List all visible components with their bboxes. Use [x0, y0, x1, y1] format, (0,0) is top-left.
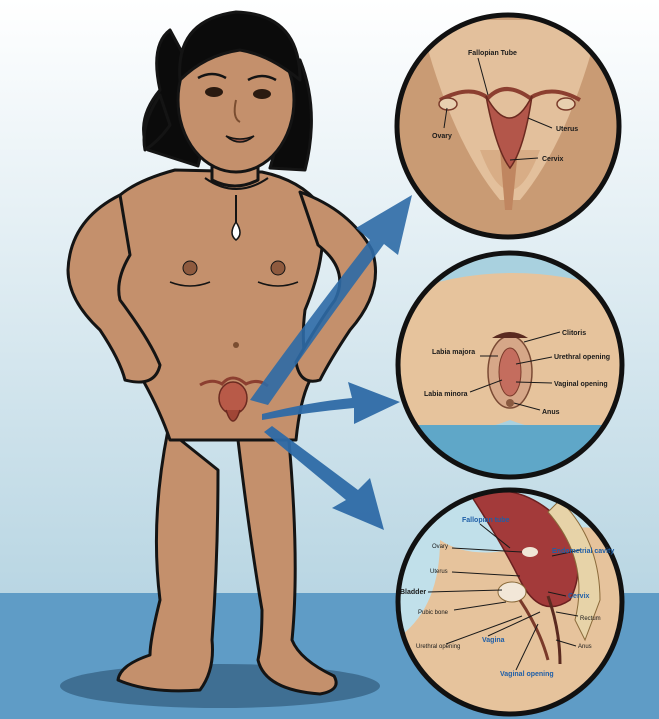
label-fallopian-tube: Fallopian Tube — [468, 50, 517, 57]
label-fallopian-tube-section: Fallopian tube — [462, 517, 510, 524]
label-uterus: Uterus — [556, 126, 578, 133]
label-vaginal-opening-section: Vaginal opening — [500, 671, 554, 678]
label-rectum: Rectum — [580, 616, 601, 622]
right-eye — [253, 89, 271, 99]
label-cervix-section: Cervix — [568, 593, 590, 600]
label-urethral-opening-section: Urethral opening — [416, 644, 460, 650]
label-ovary: Ovary — [432, 133, 452, 140]
label-ovary-section: Ovary — [432, 544, 448, 550]
label-cervix: Cervix — [542, 156, 564, 163]
label-vaginal-opening: Vaginal opening — [554, 381, 608, 388]
label-labia-minora: Labia minora — [424, 391, 468, 398]
label-anus: Anus — [542, 409, 560, 416]
label-labia-majora: Labia majora — [432, 349, 475, 356]
left-eye — [205, 87, 223, 97]
label-bladder: Bladder — [400, 589, 426, 596]
label-anus-section: Anus — [578, 644, 592, 650]
label-clitoris: Clitoris — [562, 330, 586, 337]
label-pubic-bone: Pubic bone — [418, 610, 449, 616]
label-urethral-opening: Urethral opening — [554, 354, 610, 361]
label-endometrial-cavity: Endometrial cavity — [552, 548, 614, 555]
label-vagina: Vagina — [482, 637, 505, 644]
label-uterus-section: Uterus — [430, 569, 448, 575]
